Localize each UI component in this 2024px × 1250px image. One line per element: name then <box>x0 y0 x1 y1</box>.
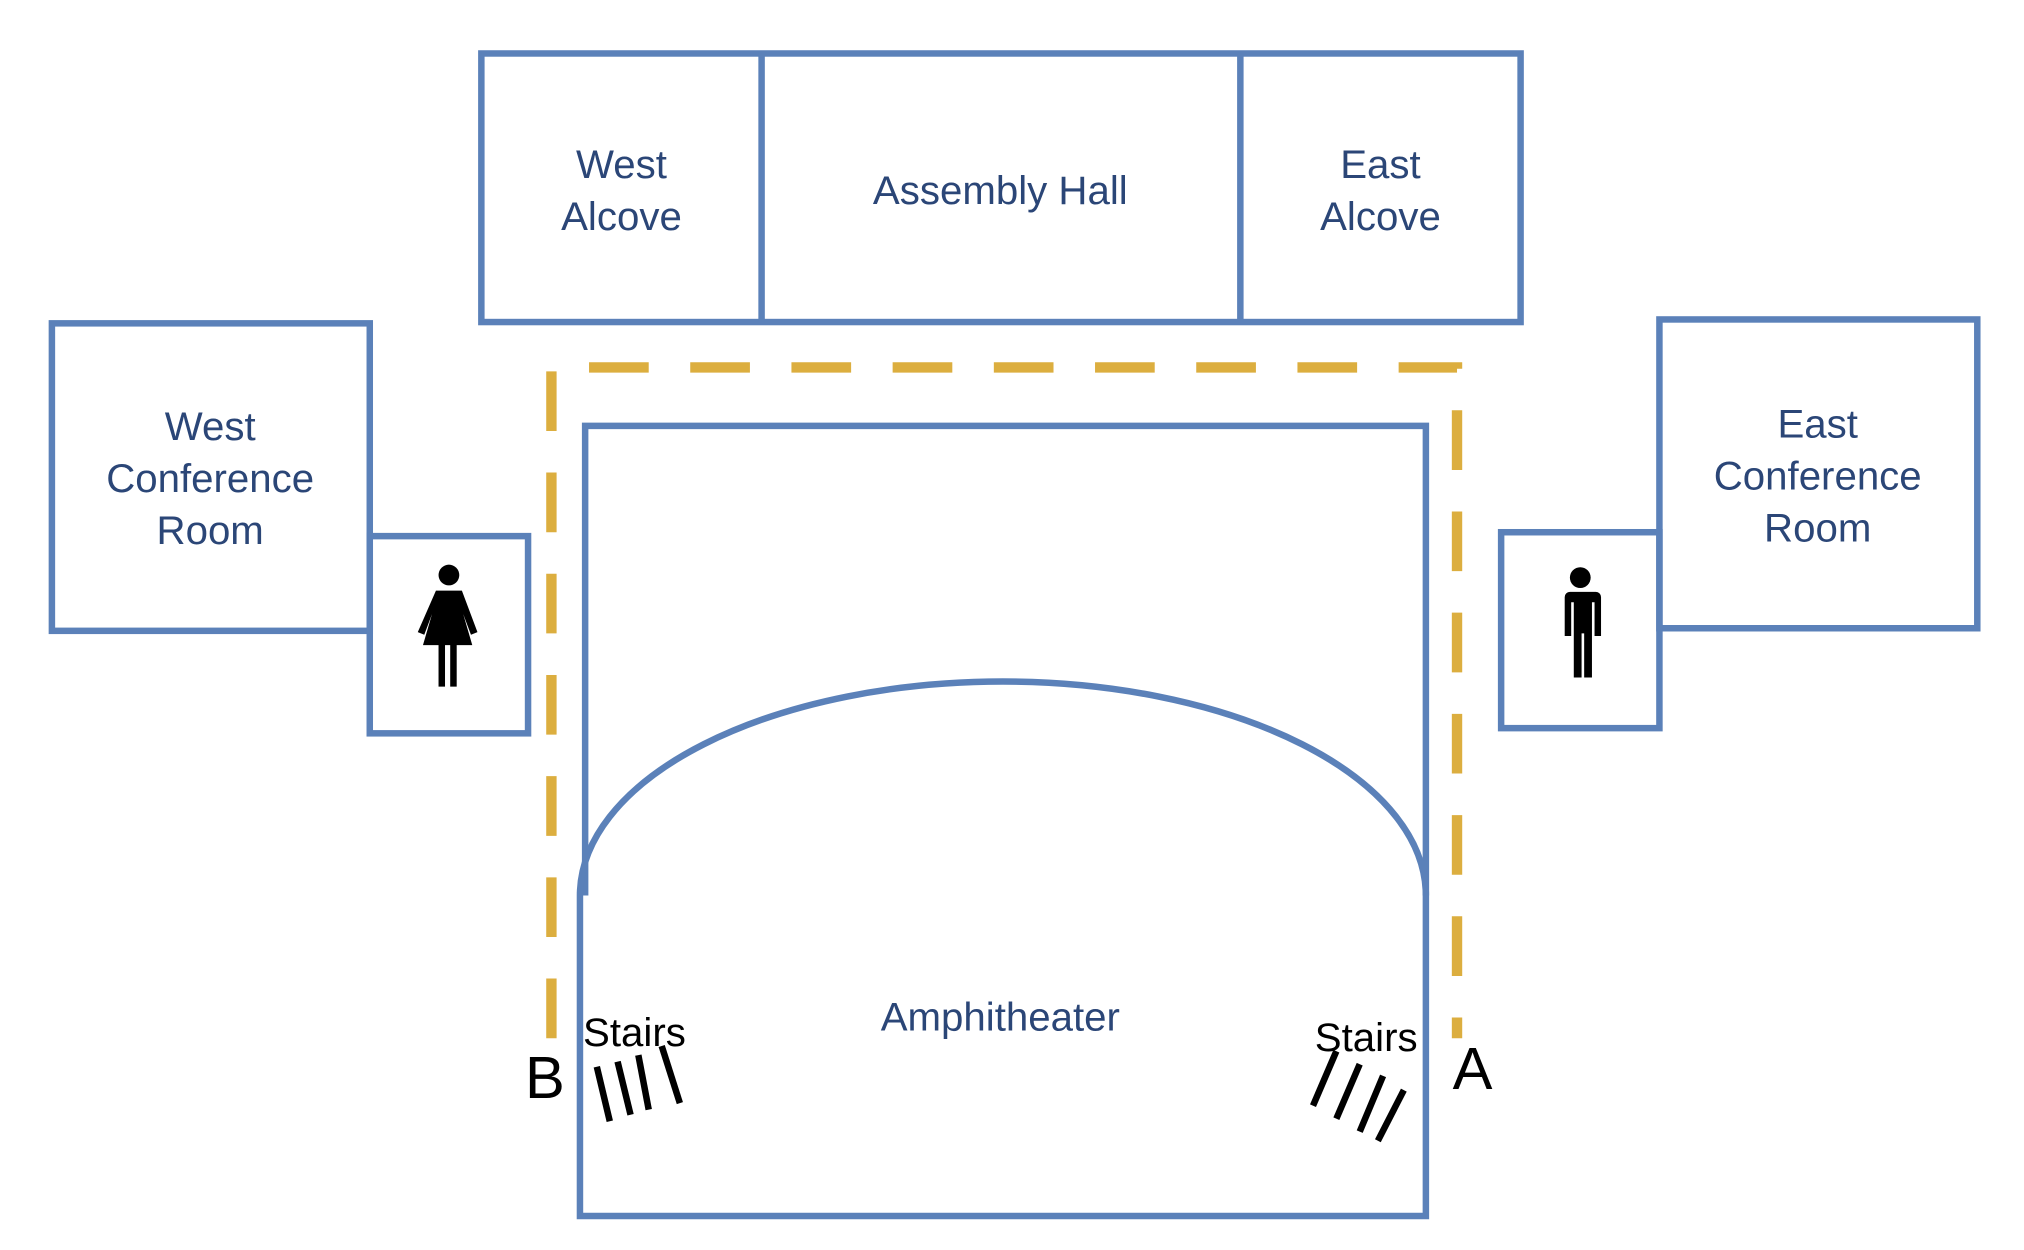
woman-restroom-icon <box>417 564 478 687</box>
west-stairs-icon <box>593 1045 683 1123</box>
route-path <box>546 362 1463 1039</box>
point-a-label: A <box>1453 1035 1493 1102</box>
top-wing <box>478 50 1524 326</box>
amphitheater-label: Amphitheater <box>881 994 1120 1039</box>
west-stairs-label: Stairs <box>583 1010 686 1055</box>
assembly-hall-label: Assembly Hall <box>873 168 1128 213</box>
man-restroom-icon <box>1564 567 1602 678</box>
east-stairs-icon <box>1310 1049 1407 1143</box>
east-restroom <box>1497 528 1663 732</box>
point-b-label: B <box>525 1044 565 1111</box>
west-restroom <box>366 532 532 737</box>
east-stairs-label: Stairs <box>1315 1015 1418 1060</box>
east-conference-room <box>1656 316 1981 632</box>
west-conference-room <box>48 320 374 635</box>
amphitheater-walls <box>576 422 1430 1220</box>
amphitheater-arc <box>576 678 1430 896</box>
